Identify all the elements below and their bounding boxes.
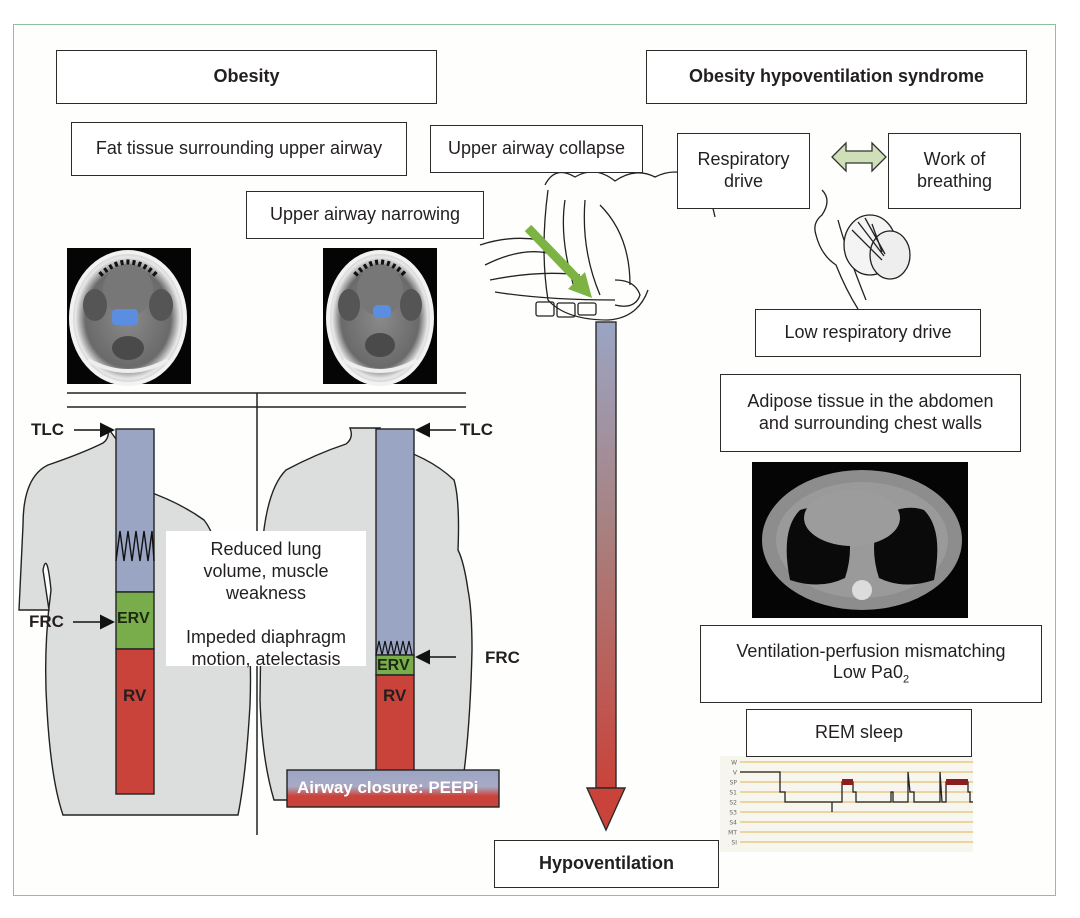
frc-label-right: FRC: [485, 648, 520, 667]
airway-closure-band: [286, 769, 500, 808]
vq-mismatch-text: Ventilation-perfusion mismatching: [736, 640, 1006, 661]
hypnogram-stage-label: S1: [729, 790, 737, 797]
low-respiratory-drive-text: Low respiratory drive: [784, 322, 952, 343]
rv-label-left: RV: [123, 686, 147, 705]
fat-tissue-text: Fat tissue surrounding upper airway: [95, 138, 383, 159]
airway-collapse-arrow-shaft: [524, 224, 584, 286]
respiratory-drive-box: Respiratory drive: [677, 133, 810, 209]
work-of-breathing-text: Work of breathing: [916, 149, 993, 191]
hypnogram-stage-label: V: [733, 770, 738, 777]
mri-image-right: [323, 248, 437, 386]
fat-tissue-box: Fat tissue surrounding upper airway: [71, 122, 407, 176]
low-pao2-text: Low Pa02: [832, 662, 910, 686]
lung-effects-textbox: Reduced lung volume, muscle weakness Imp…: [166, 531, 366, 669]
respiratory-drive-text: Respiratory drive: [697, 149, 790, 191]
airway-closure-label: Airway closure: PEEPi: [297, 778, 479, 797]
hypnogram-stage-label: MT: [728, 830, 737, 837]
hypnogram-rem-bar: [842, 779, 853, 785]
brainstem-illustration: [814, 189, 911, 310]
rem-sleep-text: REM sleep: [814, 722, 904, 743]
lung-volume-column-left: [115, 428, 155, 795]
upper-airway-collapse-box: Upper airway collapse: [430, 125, 643, 173]
ohs-header-box: Obesity hypoventilation syndrome: [646, 50, 1027, 104]
airway-collapse-arrow-head: [568, 272, 592, 298]
body-silhouette-right: [259, 427, 473, 801]
adipose-tissue-text: Adipose tissue in the abdomen and surrou…: [747, 391, 994, 433]
hypnogram-stage-label: SP: [730, 780, 738, 787]
rv-label-right: RV: [383, 686, 407, 705]
hypnogram-stage-label: W: [731, 760, 737, 767]
erv-label-right: ERV: [377, 657, 410, 674]
rem-sleep-box: REM sleep: [746, 709, 972, 757]
hypnogram-stage-label: S4: [729, 820, 737, 827]
hypnogram-stage-label: SI: [731, 840, 737, 847]
obesity-header-box: Obesity: [56, 50, 437, 104]
double-arrow-icon: [831, 141, 887, 173]
ohs-header: Obesity hypoventilation syndrome: [688, 66, 985, 87]
erv-label-left: ERV: [117, 610, 150, 627]
tlc-label-left: TLC: [31, 420, 65, 439]
vq-mismatch-box: Ventilation-perfusion mismatching Low Pa…: [700, 625, 1042, 703]
upper-airway-narrowing-box: Upper airway narrowing: [246, 191, 484, 239]
hypnogram-stage-label: S3: [729, 810, 737, 817]
upper-airway-narrowing-text: Upper airway narrowing: [269, 204, 461, 225]
frc-label-left: FRC: [29, 612, 64, 631]
mri-image-left: [67, 248, 191, 386]
hypoventilation-gradient-arrow: [585, 321, 627, 832]
reduced-lung-volume-text: Reduced lung volume, muscle weakness: [203, 539, 329, 603]
hypoventilation-box: Hypoventilation: [494, 840, 719, 888]
hypoventilation-text: Hypoventilation: [538, 853, 674, 874]
impeded-diaphragm-text: Impeded diaphragm motion, atelectasis: [185, 626, 347, 669]
adipose-tissue-box: Adipose tissue in the abdomen and surrou…: [720, 374, 1021, 452]
obesity-header: Obesity: [213, 66, 280, 87]
lung-volume-column-right: [375, 428, 415, 795]
hypnogram-trace: [740, 771, 973, 812]
tlc-label-right: TLC: [460, 420, 494, 439]
hypnogram-stage-label: S2: [729, 800, 737, 807]
hypnogram-background: [720, 756, 973, 852]
upper-airway-collapse-text: Upper airway collapse: [447, 138, 626, 159]
work-of-breathing-box: Work of breathing: [888, 133, 1021, 209]
low-respiratory-drive-box: Low respiratory drive: [755, 309, 981, 357]
ct-chest-image: [752, 462, 968, 618]
hypnogram-rem-bar: [946, 779, 968, 785]
